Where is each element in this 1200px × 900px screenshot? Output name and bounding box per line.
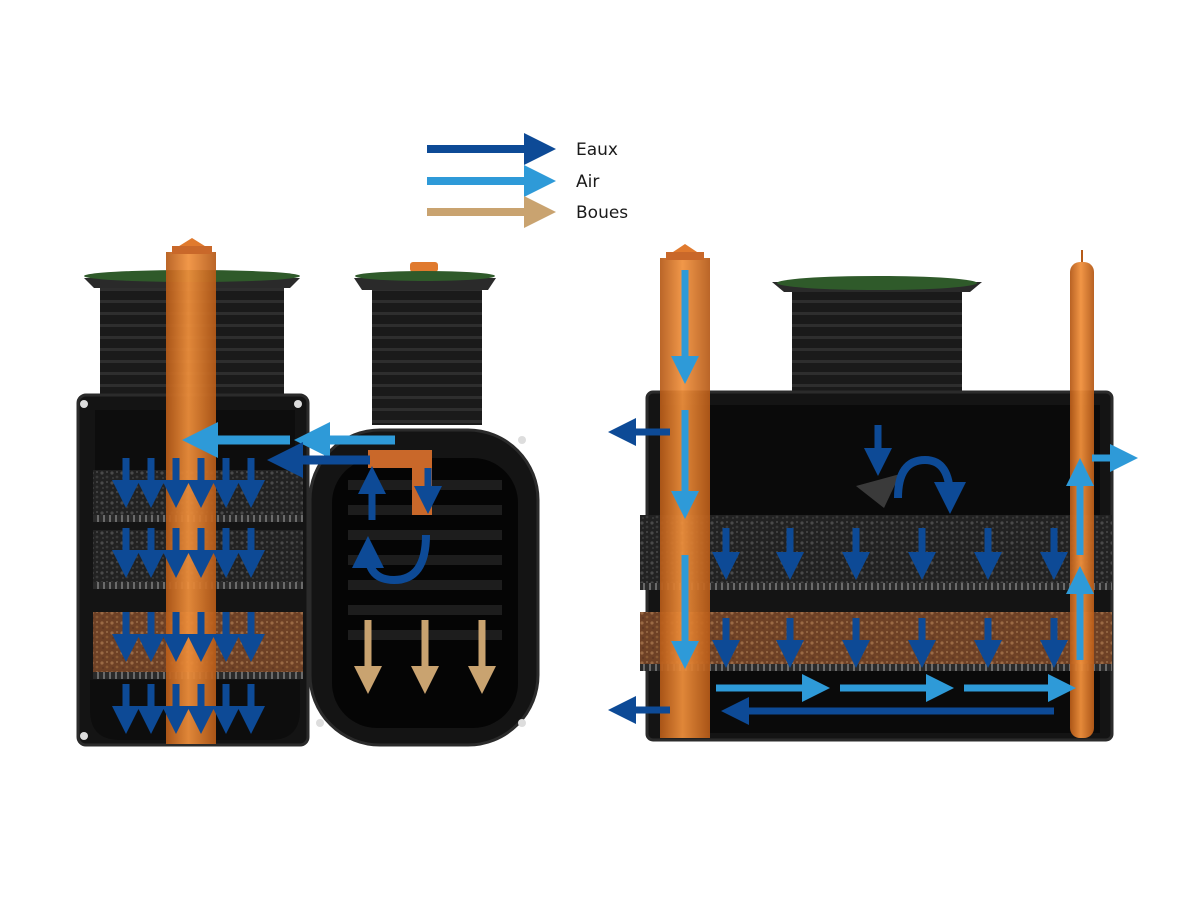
legend-label-boues: Boues <box>576 203 628 223</box>
right-unit <box>608 244 1138 742</box>
legend: Eaux Air Boues <box>427 133 628 228</box>
vent-cap-icon <box>670 244 700 254</box>
left-flow-arrows <box>112 422 496 734</box>
settling-tank <box>308 428 540 747</box>
legend-label-air: Air <box>576 172 599 192</box>
green-lid-icon <box>777 276 977 290</box>
filter-layer-dark <box>640 515 1112 583</box>
vent-cap-icon <box>176 238 208 248</box>
legend-label-eaux: Eaux <box>576 140 618 160</box>
filter-layer-brown <box>640 612 1112 664</box>
distribution-cone <box>856 474 900 508</box>
legend-item-air: Air <box>427 165 599 197</box>
legend-item-eaux: Eaux <box>427 133 618 165</box>
settling-riser <box>354 262 496 425</box>
right-riser <box>772 276 982 404</box>
left-unit <box>76 238 540 747</box>
right-flow-arrows <box>608 270 1138 725</box>
legend-item-boues: Boues <box>427 196 628 228</box>
green-lid-icon <box>355 271 495 281</box>
